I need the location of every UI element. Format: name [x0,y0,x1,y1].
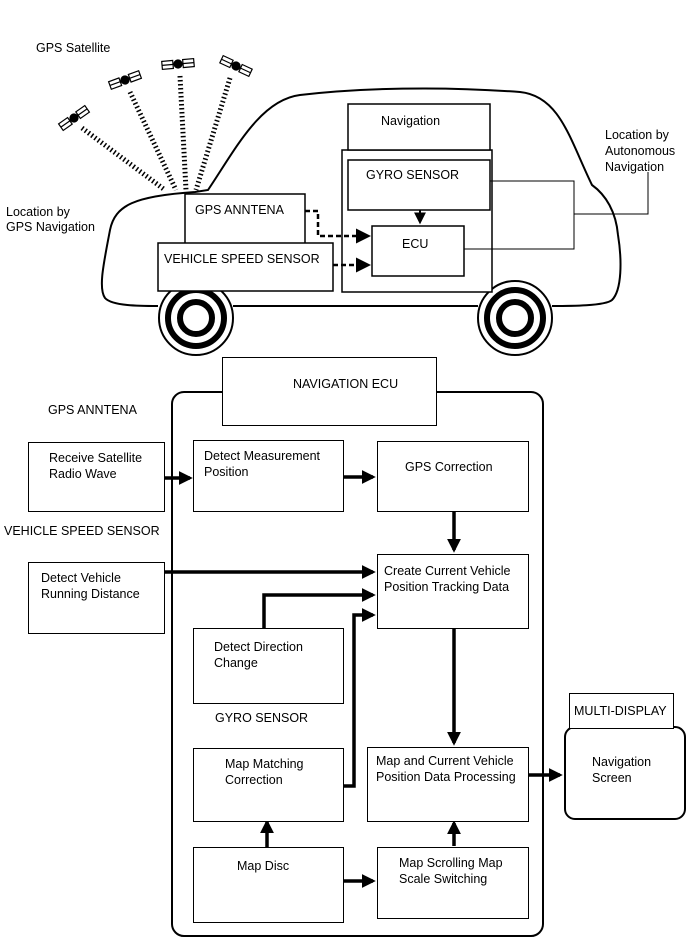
detect-direction-line1: Detect Direction [214,640,303,654]
navigation-screen-line2: Screen [592,771,632,785]
location-auto-label-line1: Location by [605,128,669,142]
vehicle-speed-sensor-section-label: VEHICLE SPEED SENSOR [4,524,160,538]
gps-antenna-section-label: GPS ANNTENA [48,403,137,417]
top-connectors [305,172,649,273]
detect-measurement-line2: Position [204,465,249,479]
satellite-icons [57,54,253,132]
multi-display-title-box: MULTI-DISPLAY [569,693,674,729]
gps-antenna-label: GPS ANNTENA [195,203,284,217]
detect-vehicle-box: Detect Vehicle Running Distance [28,562,165,634]
map-disc-label: Map Disc [237,859,290,873]
map-scrolling-line2: Scale Switching [399,872,488,886]
location-auto-label-line3: Navigation [605,160,665,174]
navigation-label: Navigation [381,114,441,128]
create-tracking-line1: Create Current Vehicle [384,564,511,578]
detect-vehicle-line2: Running Distance [41,587,140,601]
map-processing-line2: Position Data Processing [376,770,516,784]
gyro-sensor-section-label: GYRO SENSOR [215,711,309,725]
map-matching-box: Map Matching Correction [193,748,344,822]
detect-direction-line2: Change [214,656,258,670]
create-tracking-line2: Position Tracking Data [384,580,510,594]
vehicle-speed-sensor-label: VEHICLE SPEED SENSOR [164,252,320,266]
map-matching-line1: Map Matching [225,757,304,771]
multi-display-label: MULTI-DISPLAY [574,704,667,718]
location-gps-label-line2: GPS Navigation [6,220,95,234]
satellite-signal-waves [80,75,233,193]
satellite-icon [57,104,91,132]
gyro-sensor-label: GYRO SENSOR [366,168,460,182]
detect-measurement-line1: Detect Measurement [204,449,321,463]
vehicle-outline [100,87,622,307]
ecu-label: ECU [402,237,429,251]
map-processing-box: Map and Current Vehicle Position Data Pr… [367,747,529,822]
map-scrolling-line1: Map Scrolling Map [399,856,503,870]
detect-measurement-box: Detect Measurement Position [193,440,344,512]
gps-correction-box: GPS Correction [377,441,529,512]
satellite-icon [107,69,143,91]
gps-satellite-label: GPS Satellite [36,41,111,55]
detect-vehicle-line1: Detect Vehicle [41,571,121,585]
satellite-icon [219,54,253,78]
map-matching-line2: Correction [225,773,283,787]
detect-direction-box: Detect Direction Change [193,628,344,704]
satellite-icon [161,57,195,71]
map-processing-line1: Map and Current Vehicle [376,754,514,768]
receive-satellite-box: Receive Satellite Radio Wave [28,442,165,512]
receive-satellite-line1: Receive Satellite [49,451,143,465]
map-disc-box: Map Disc [193,847,344,923]
location-auto-label-line2: Autonomous [605,144,676,158]
receive-satellite-line2: Radio Wave [49,467,117,481]
flow-arrows [165,470,563,888]
map-scrolling-box: Map Scrolling Map Scale Switching [377,847,529,919]
navigation-ecu-title: NAVIGATION ECU [293,377,399,391]
location-gps-label-line1: Location by [6,205,70,219]
gps-correction-label: GPS Correction [405,460,493,474]
navigation-screen-line1: Navigation [592,755,652,769]
navigation-ecu-title-box: NAVIGATION ECU [222,357,437,426]
create-tracking-box: Create Current Vehicle Position Tracking… [377,554,529,629]
